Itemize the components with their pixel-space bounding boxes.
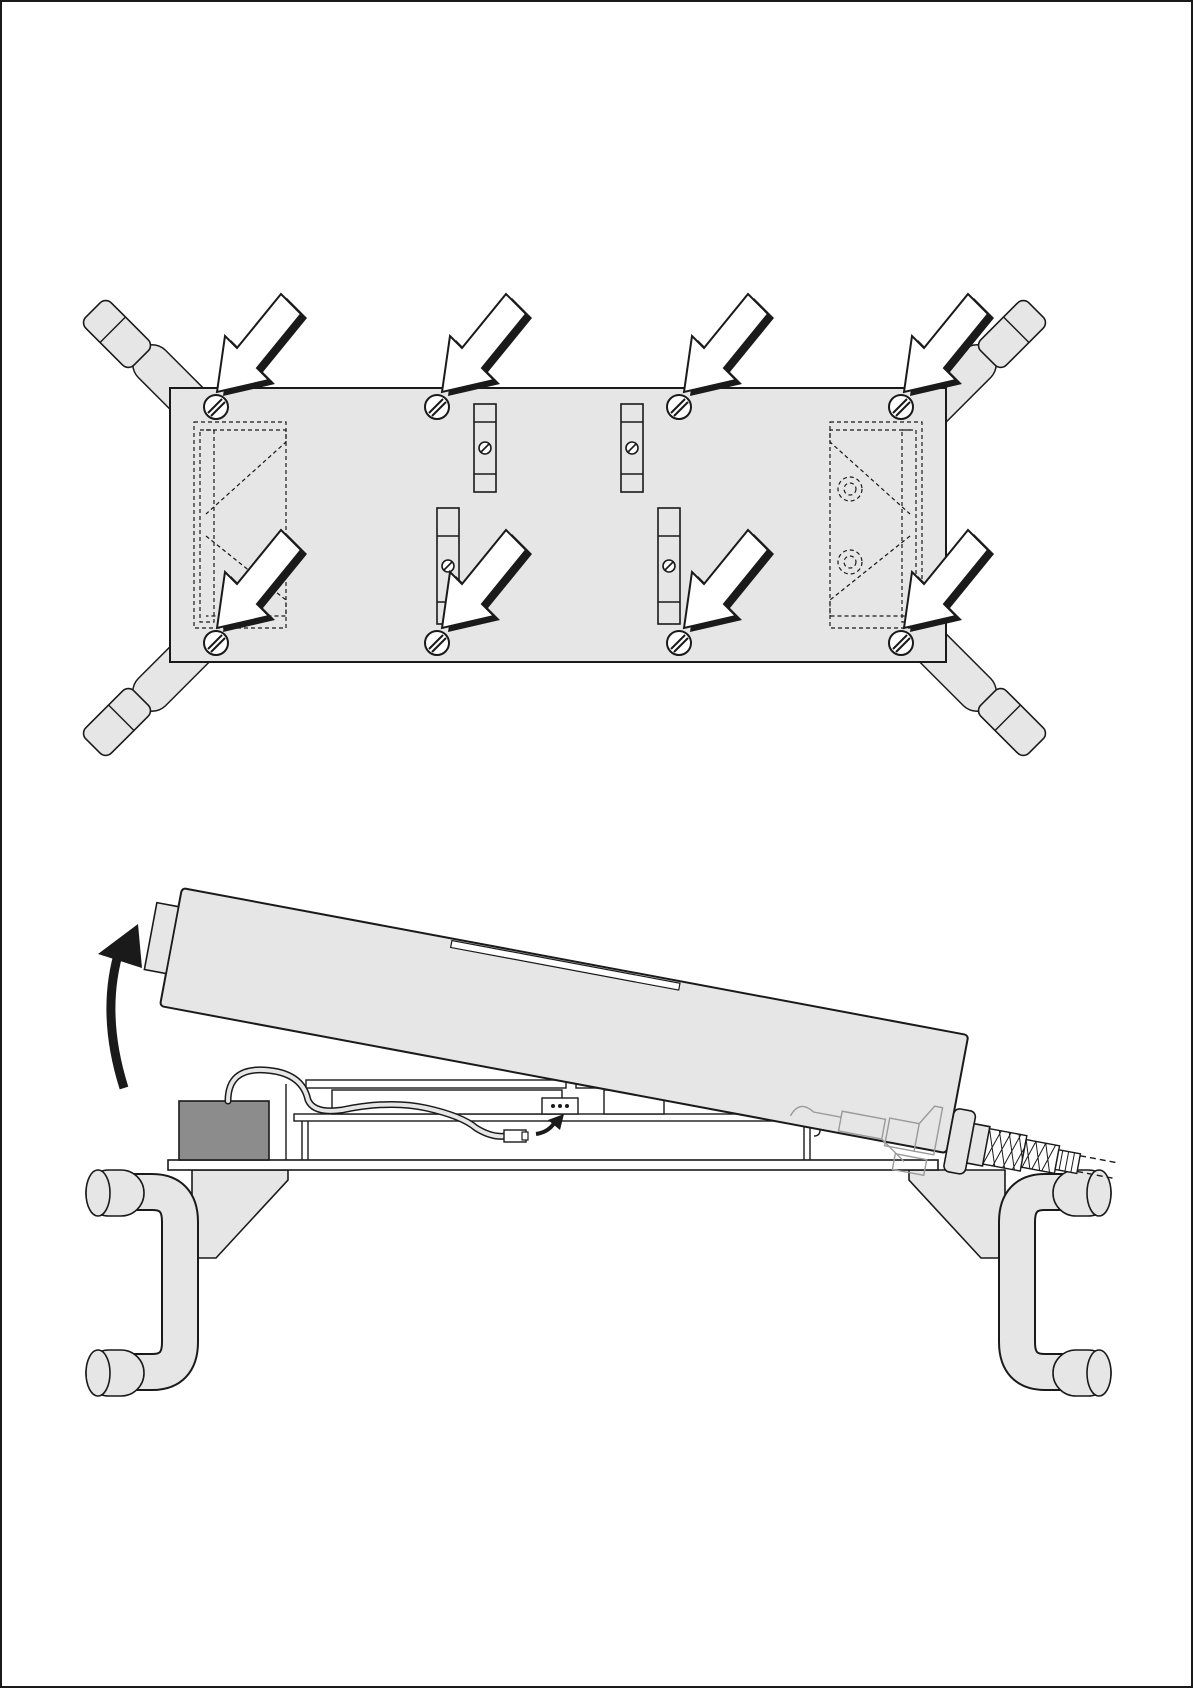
handle-side-right — [998, 1169, 1112, 1397]
lid-end-cap — [143, 901, 180, 975]
cable-gland — [943, 1108, 1118, 1180]
lid-assembly — [143, 887, 1118, 1180]
base-plate-side — [167, 1159, 939, 1171]
screw-icon — [424, 630, 450, 656]
callout-arrow-icon — [216, 293, 308, 397]
base-plate — [169, 387, 947, 663]
screw-icon — [203, 630, 229, 656]
connector-arrow-icon — [535, 1114, 564, 1136]
clip-top-right — [620, 403, 644, 493]
handle-side-left — [85, 1169, 199, 1397]
callout-arrows-top — [216, 293, 995, 397]
side-view-figure — [85, 887, 1118, 1397]
lid-internals — [789, 1105, 944, 1177]
clip-top-left — [473, 403, 497, 493]
bracket-left — [191, 1169, 289, 1259]
lid-window — [449, 939, 681, 991]
sensor-cable — [224, 1066, 529, 1143]
screw-icon — [888, 630, 914, 656]
screw-icon — [203, 394, 229, 420]
clip-bottom-right — [657, 507, 681, 625]
screw-icon — [666, 394, 692, 420]
top-view-figure — [79, 293, 1050, 760]
callout-arrow-icon — [441, 293, 533, 397]
bracket-right — [908, 1169, 1006, 1259]
screw-icon — [424, 394, 450, 420]
board-connector — [541, 1097, 579, 1115]
screw-icon — [666, 630, 692, 656]
screw-icon — [888, 394, 914, 420]
callout-arrow-icon — [683, 293, 775, 397]
lift-arrow-icon — [98, 924, 142, 1090]
power-module — [178, 1100, 270, 1161]
